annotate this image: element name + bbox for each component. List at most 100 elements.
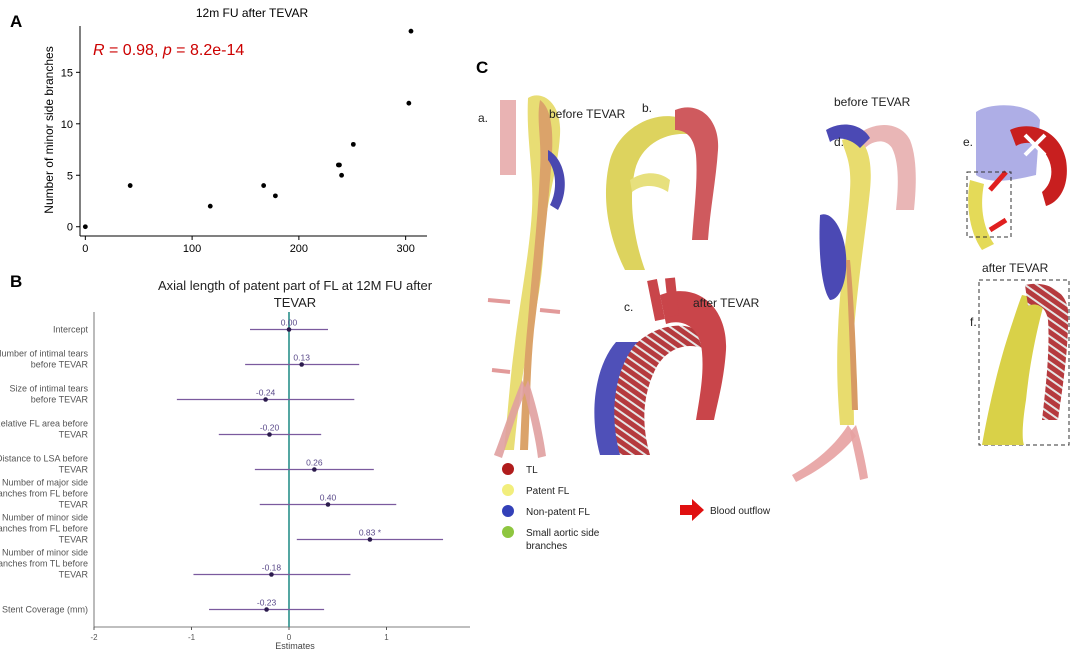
row-label: Size of intimal tears <box>9 384 88 394</box>
chart-a-title: 12m FU after TEVAR <box>196 6 309 20</box>
chart-b-title-line-2: TEVAR <box>274 295 316 310</box>
scatter-point <box>337 162 342 168</box>
y-tick-label: 10 <box>61 119 73 131</box>
annotation-p-text: = 8.2e-14 <box>172 42 245 59</box>
x-tick-label: 200 <box>290 243 308 255</box>
panel-letter-b: B <box>10 272 23 291</box>
chart-b-xlabel: Estimates <box>275 641 315 651</box>
scatter-point <box>272 193 278 199</box>
aorta-model-b <box>605 107 719 270</box>
legend-swatch-non-patent-fl <box>502 505 514 517</box>
legend: TL Patent FL Non-patent FL Small aortic … <box>502 463 771 552</box>
panel-letter-a: A <box>10 12 23 31</box>
y-tick-label: 15 <box>61 67 73 79</box>
legend-swatch-side-branches <box>502 526 514 538</box>
x-tick-label: 1 <box>384 633 389 642</box>
scatter-point <box>261 183 267 188</box>
chart-a-annotation: R = 0.98, p = 8.2e-14 <box>93 42 244 59</box>
estimate-point <box>264 607 269 612</box>
row-label: TEVAR <box>59 430 89 440</box>
forest-plot: Axial length of patent part of FL at 12M… <box>0 278 470 651</box>
row-label: Number of major side <box>2 478 88 488</box>
row-label: Number of intimal tears <box>0 349 88 359</box>
estimate-label: 0.00 <box>281 318 298 328</box>
row-label: Relative FL area before <box>0 419 88 429</box>
aorta-model-f <box>978 279 1070 446</box>
estimate-label: 0.26 <box>306 458 323 468</box>
row-label: TEVAR <box>59 570 89 580</box>
estimate-label: 0.83 * <box>359 528 382 538</box>
label-c: c. <box>624 300 633 314</box>
aorta-model-d <box>792 124 916 482</box>
scatter-point <box>82 224 88 230</box>
label-d: d. <box>834 135 844 149</box>
estimate-point <box>286 327 292 332</box>
estimate-point <box>269 572 274 577</box>
annotation-r-symbol: R <box>93 42 105 59</box>
x-tick-label: -1 <box>188 633 196 642</box>
panel-letter-c: C <box>476 58 489 77</box>
chart-a-ylabel: Number of minor side branches <box>42 46 56 213</box>
label-before-1: before TEVAR <box>549 107 626 121</box>
scatter-point <box>406 100 412 106</box>
legend-label-non-patent-fl: Non-patent FL <box>526 507 590 518</box>
estimate-point <box>312 467 317 472</box>
row-label: Stent Coverage (mm) <box>2 605 88 615</box>
row-label: branches from FL before <box>0 489 88 499</box>
estimate-point <box>325 502 331 507</box>
row-label: TEVAR <box>59 535 89 545</box>
row-label: Intercept <box>53 325 89 335</box>
label-before-2: before TEVAR <box>834 95 911 109</box>
x-tick-label: 0 <box>82 243 88 255</box>
legend-label-side-branches-line-2: branches <box>526 541 567 552</box>
row-label: Number of minor side <box>2 548 88 558</box>
row-label: TEVAR <box>59 465 89 475</box>
scatter-point <box>408 28 414 34</box>
row-label: TEVAR <box>59 500 89 510</box>
estimate-label: 0.13 <box>293 353 310 363</box>
y-tick-label: 0 <box>67 222 73 234</box>
annotation-r-text: = 0.98, <box>105 42 163 59</box>
scatter-point <box>339 172 344 178</box>
label-f: f. <box>970 315 977 329</box>
x-tick-label: 100 <box>183 243 201 255</box>
legend-swatch-tl <box>502 463 514 475</box>
x-tick-label: 300 <box>396 243 414 255</box>
estimate-label: -0.18 <box>262 563 282 573</box>
y-tick-label: 5 <box>67 170 73 182</box>
row-label: branches from TL before <box>0 559 88 569</box>
row-label: Number of minor side <box>2 513 88 523</box>
estimate-point <box>267 432 272 437</box>
estimate-point <box>299 362 304 367</box>
estimate-label: -0.20 <box>260 423 280 433</box>
aorta-model-a <box>487 95 565 458</box>
legend-label-patent-fl: Patent FL <box>526 486 570 497</box>
label-after-1: after TEVAR <box>693 296 760 310</box>
estimate-label: -0.23 <box>257 598 277 608</box>
x-tick-label: 0 <box>287 633 292 642</box>
estimate-point <box>367 537 373 542</box>
scatter-point <box>350 141 356 147</box>
chart-b-title-line-1: Axial length of patent part of FL at 12M… <box>158 278 433 293</box>
scatter-point <box>127 183 133 188</box>
label-b: b. <box>642 101 652 115</box>
legend-label-tl: TL <box>526 465 538 476</box>
blood-outflow-arrow-icon <box>680 499 704 521</box>
estimate-point <box>263 397 268 402</box>
label-a: a. <box>478 111 488 125</box>
aorta-model-c <box>594 277 727 455</box>
legend-swatch-patent-fl <box>502 484 514 496</box>
blood-outflow-label: Blood outflow <box>710 506 771 517</box>
scatter-point <box>207 203 213 209</box>
row-label: before TEVAR <box>31 395 89 405</box>
row-label: before TEVAR <box>31 360 89 370</box>
row-label: branches from FL before <box>0 524 88 534</box>
x-tick-label: -2 <box>90 633 98 642</box>
label-after-2: after TEVAR <box>982 261 1049 275</box>
legend-label-side-branches-line-1: Small aortic side <box>526 528 600 539</box>
scatter-chart: 12m FU after TEVAR Number of minor side … <box>42 6 427 255</box>
estimate-label: -0.24 <box>256 388 276 398</box>
row-label: Distance to LSA before <box>0 454 88 464</box>
annotation-p-symbol: p <box>162 42 172 59</box>
aorta-reconstruction-figure: TL Patent FL Non-patent FL Small aortic … <box>478 95 1070 552</box>
